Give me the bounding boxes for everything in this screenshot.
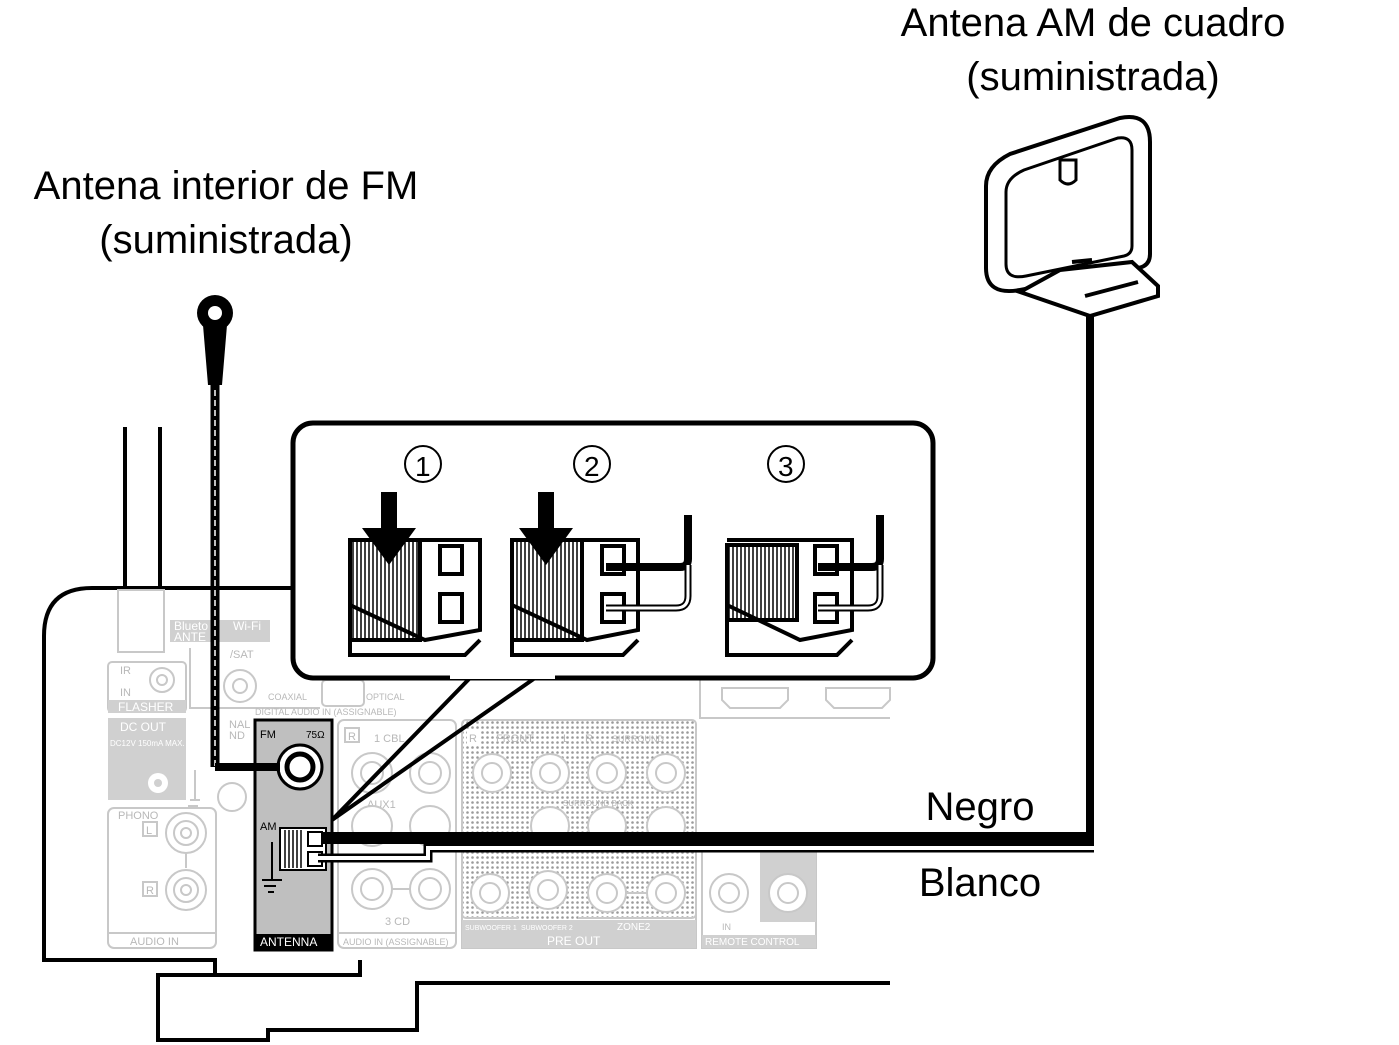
terminal-steps-callout: ① 1 ② 2 ③ — [290, 420, 936, 822]
phono-r-label: R — [146, 885, 154, 897]
nd-label: ND — [229, 730, 245, 742]
svg-text:1: 1 — [415, 451, 431, 482]
receiver-rear-panel: Blueto ANTE Wi-Fi IR IN FLASHER DC OUT D… — [42, 427, 891, 1042]
nal-label: NAL — [229, 719, 250, 731]
surround-label: SURROUND — [612, 734, 665, 744]
am-antenna-label-line1: Antena AM de cuadro — [901, 1, 1286, 45]
fm-antenna-label-line1: Antena interior de FM — [34, 164, 419, 208]
chassis-foot — [156, 973, 890, 1042]
front-r-label: R — [469, 733, 477, 745]
dc-spec-label: DC12V 150mA MAX. — [110, 739, 185, 748]
digital-audio-in-label: DIGITAL AUDIO IN (ASSIGNABLE) — [255, 707, 397, 717]
front-label: FRONT — [496, 733, 534, 745]
cbl-label: 1 CBL — [374, 733, 405, 745]
wifi-label: Wi-Fi — [233, 619, 261, 633]
am-wires — [318, 832, 1094, 863]
fm-antenna-label-line2: (suministrada) — [99, 218, 352, 262]
coaxial-label: COAXIAL — [268, 692, 307, 702]
svg-text:3: 3 — [778, 451, 794, 482]
svg-text:2: 2 — [584, 451, 600, 482]
ohm-label: 75Ω — [306, 730, 325, 741]
subwoofer1-label: SUBWOOFER 1 — [465, 925, 517, 932]
white-wire-label: Blanco — [919, 861, 1041, 905]
subwoofer2-label: SUBWOOFER 2 — [521, 925, 573, 932]
hdmi-port-1 — [721, 687, 789, 709]
remote-out-label: OUT — [776, 922, 796, 932]
audio-in-label: AUDIO IN — [130, 936, 179, 948]
ir-in-label: IN — [120, 687, 131, 699]
am-loop-antenna — [984, 115, 1160, 840]
antenna-small-label: ANTE — [174, 630, 206, 644]
phono-label: PHONO — [118, 810, 159, 822]
pre-out-label: PRE OUT — [547, 934, 601, 948]
optical-label: OPTICAL — [366, 692, 405, 702]
remote-in-label: IN — [722, 922, 731, 932]
cd-label: 3 CD — [385, 916, 410, 928]
fm-label: FM — [260, 729, 276, 741]
surround-back-label: SURROUND BACK — [563, 799, 634, 808]
front-l-label: L — [563, 733, 569, 745]
step-3: ③ 3 — [725, 445, 884, 657]
step-1: ① 1 — [348, 445, 482, 657]
audio-r-label: R — [348, 731, 356, 743]
phono-l-label: L — [146, 825, 152, 837]
flasher-label: FLASHER — [118, 700, 174, 714]
surround-r-label: R — [585, 733, 593, 745]
antenna-panel-title: ANTENNA — [260, 935, 317, 949]
ir-label: IR — [120, 665, 131, 677]
audio-in-assignable-label: AUDIO IN (ASSIGNABLE) — [343, 937, 449, 947]
sat-label: /SAT — [230, 649, 254, 661]
am-label: AM — [260, 821, 277, 833]
remote-control-label: REMOTE CONTROL — [705, 937, 800, 948]
hdmi-port-2 — [825, 687, 891, 709]
am-antenna-label-line2: (suministrada) — [966, 55, 1219, 99]
fm-indoor-antenna — [197, 295, 280, 771]
zone2-label: ZONE2 — [617, 922, 651, 933]
step-2: ② 2 — [510, 445, 692, 657]
bluetooth-label: Blueto — [174, 619, 208, 633]
callout-pointer — [330, 676, 537, 822]
step-1-down-arrow — [381, 492, 397, 530]
black-wire-label: Negro — [926, 785, 1035, 829]
chassis-outline — [42, 586, 362, 977]
step-2-down-arrow — [538, 492, 554, 530]
dc-out-label: DC OUT — [120, 720, 167, 734]
